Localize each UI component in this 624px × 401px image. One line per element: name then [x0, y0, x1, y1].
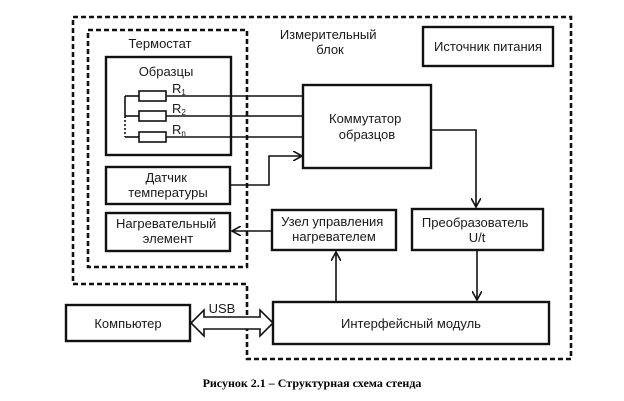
interface-module-box [271, 300, 551, 346]
temp-sensor-label: Датчик температуры [128, 170, 207, 200]
heater-control-box [270, 208, 398, 252]
power-supply-box [421, 25, 555, 68]
switch-label: Коммутатор образцов [329, 111, 405, 142]
computer-label: Компьютер [94, 316, 161, 331]
power-supply-label: Источник питания [434, 39, 542, 54]
samples-box [104, 55, 233, 157]
heater-box [104, 211, 232, 253]
resistor-r1 [138, 90, 167, 102]
resistor-r2-label: R2 [172, 101, 186, 117]
thermostat-label: Термостат [128, 36, 191, 51]
measuring-unit-boundary [71, 15, 573, 361]
usb-label: USB [209, 301, 236, 316]
resistor-r1-label: R1 [172, 81, 186, 97]
switch-to-converter-arrow [431, 129, 476, 207]
thermostat-boundary [86, 28, 249, 269]
resistor-r2 [138, 110, 167, 122]
figure-caption: Рисунок 2.1 – Структурная схема стенда [203, 376, 422, 390]
heater-control-label: Узел управления нагревателем [281, 214, 387, 244]
switch-box [301, 83, 433, 170]
samples-label: Образцы [139, 64, 194, 79]
usb-double-arrow [189, 308, 275, 338]
sensor-to-switch-arrow [230, 156, 302, 186]
resistor-network: R1 R2 Rn [124, 81, 303, 143]
measuring-unit-label: Измерительный блок [280, 27, 380, 57]
heater-label: Нагревательный элемент [116, 216, 220, 246]
interface-module-label: Интерфейсный модуль [341, 316, 481, 331]
computer-box [64, 303, 192, 343]
resistor-rn-label: Rn [172, 122, 186, 138]
converter-label: Преобразователь U/t [422, 215, 532, 245]
resistor-rn [138, 131, 167, 143]
